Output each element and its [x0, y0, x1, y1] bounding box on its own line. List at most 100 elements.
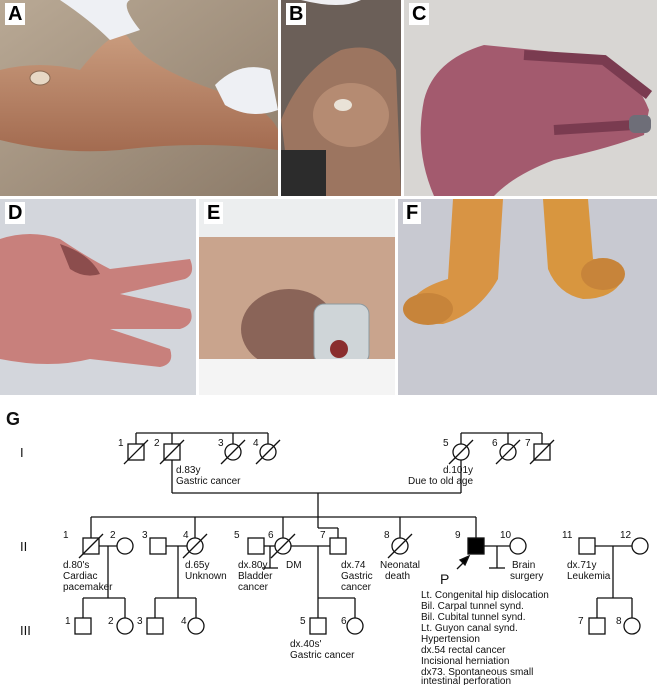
gen1-number-6: 6 — [492, 438, 498, 449]
gen3-annotation-5: dx.40s' — [290, 639, 321, 650]
generation-label-III: III — [20, 623, 31, 638]
proband-note: Incisional herniation — [421, 656, 509, 667]
gen3-individual-1 — [74, 617, 92, 635]
gen1-number-1: 1 — [118, 438, 124, 449]
proband-note: Hypertension — [421, 634, 480, 645]
gen2-individual-2 — [116, 537, 134, 555]
gen2-annotation-8: Neonatal — [380, 560, 420, 571]
gen2-individual-12 — [631, 537, 649, 555]
gen2-number-12: 12 — [620, 530, 632, 541]
gen2-individual-10 — [509, 537, 527, 555]
gen3-number-4: 4 — [181, 616, 187, 627]
abdomen-stoma-photo — [199, 199, 395, 395]
gen2-individual-8 — [387, 533, 413, 559]
gen3-number-2: 2 — [108, 616, 114, 627]
panel-label: C — [409, 3, 430, 25]
gen3-annotation-5: Gastric cancer — [290, 650, 355, 661]
proband-note: dx.54 rectal cancer — [421, 645, 506, 656]
gen2-annotation-10: Brain — [512, 560, 535, 571]
gen2-number-6: 6 — [268, 530, 274, 541]
hand-dorsum-photo — [404, 0, 657, 196]
gen2-number-3: 3 — [142, 530, 148, 541]
gen2-number-11: 11 — [562, 530, 573, 541]
gen2-annotation-7: cancer — [341, 582, 372, 593]
panel-label: F — [403, 202, 422, 224]
gen3-individual-8 — [623, 617, 641, 635]
panel-d-photo: D — [0, 199, 196, 395]
proband-note: Bil. Cubital tunnel synd. — [421, 612, 526, 623]
panel-f-photo: F — [398, 199, 657, 395]
gen2-annotation-1: pacemaker — [63, 582, 113, 593]
gen2-number-5: 5 — [234, 530, 240, 541]
gen2-annotation-8: death — [385, 571, 410, 582]
gen1-individual-6 — [495, 439, 521, 465]
gen3-number-5: 5 — [300, 616, 306, 627]
gen1-right-sibship — [460, 432, 543, 444]
gen2-annotation-11: dx.71y — [567, 560, 596, 571]
gen2-number-10: 10 — [500, 530, 512, 541]
gen2-number-1: 1 — [63, 530, 69, 541]
feet-deformity-photo — [398, 199, 657, 395]
gen2-individual-7 — [329, 537, 347, 555]
gen2-individual-9-proband — [467, 537, 485, 555]
gen2-number-2: 2 — [110, 530, 116, 541]
proband-arrow — [456, 554, 471, 570]
gen1-individual-4 — [255, 439, 281, 465]
generation-label-II: II — [20, 539, 27, 554]
gen2-annotation-5: cancer — [238, 582, 269, 593]
gen2-number-4: 4 — [183, 530, 189, 541]
gen2-number-9: 9 — [455, 530, 461, 541]
proband-note: Lt. Guyon canal synd. — [421, 623, 518, 634]
gen3-number-7: 7 — [578, 616, 584, 627]
panel-label: A — [5, 3, 26, 25]
gen1-number-7: 7 — [525, 438, 531, 449]
panel-label: D — [5, 202, 26, 224]
panel-label: G — [6, 409, 20, 429]
gen3-individual-7 — [588, 617, 606, 635]
gen2-annotation-7: Gastric — [341, 571, 373, 582]
proband-note: Bil. Carpal tunnel synd. — [421, 601, 524, 612]
gen2-annotation-11: Leukemia — [567, 571, 611, 582]
gen1-individual-3 — [220, 439, 246, 465]
panel-c-photo: C — [404, 0, 657, 196]
foot-skin-photo — [0, 0, 278, 196]
proband-note: dx73. Spontaneous small — [421, 667, 533, 678]
gen2-annotation-4: d.65y — [185, 560, 209, 571]
pedigree-chart: G I II III 1 2 3 4 d.83y Gastric cancer — [6, 409, 649, 685]
gen3-individual-6 — [346, 617, 364, 635]
generation-label-I: I — [20, 445, 24, 460]
gen3-individual-3 — [146, 617, 164, 635]
gen1-annotation-2: Gastric cancer — [176, 476, 241, 487]
panel-g-pedigree: G I II III 1 2 3 4 d.83y Gastric cancer — [0, 398, 657, 685]
gen3-individual-2 — [116, 617, 134, 635]
gen3-number-1: 1 — [65, 616, 71, 627]
proband-note: intestinal perforation — [421, 676, 511, 685]
proband-marker: P — [440, 571, 449, 587]
gen1-annotation-5: d.101y — [443, 465, 473, 476]
gen1-annotation-2: d.83y — [176, 465, 200, 476]
gen3-individual-5 — [309, 617, 327, 635]
gen3-number-8: 8 — [616, 616, 622, 627]
gen1-number-5: 5 — [443, 438, 449, 449]
gen2-annotation-5: Bladder — [238, 571, 273, 582]
panel-b-photo: B — [281, 0, 401, 196]
gen2-annotation-1: Cardiac — [63, 571, 97, 582]
gen3-number-6: 6 — [341, 616, 347, 627]
gen2-individual-11 — [578, 537, 596, 555]
panel-a-photo: A — [0, 0, 278, 196]
gen3-sibship-lines — [82, 597, 633, 618]
panel-label: E — [204, 202, 224, 224]
gen2-annotation-4: Unknown — [185, 571, 227, 582]
gen1-individual-7 — [529, 439, 555, 465]
gen3-number-3: 3 — [137, 616, 143, 627]
gen3-individual-4 — [187, 617, 205, 635]
gen2-annotation-1: d.80's — [63, 560, 89, 571]
gen1-annotation-5: Due to old age — [408, 476, 473, 487]
gen2-annotation-6: DM — [286, 560, 302, 571]
hand-fingers-photo — [0, 199, 196, 395]
gen1-number-4: 4 — [253, 438, 259, 449]
gen2-annotation-5: dx.80y — [238, 560, 267, 571]
gen2-individual-3 — [149, 537, 167, 555]
gen2-annotation-10: surgery — [510, 571, 543, 582]
gen1-number-3: 3 — [218, 438, 224, 449]
